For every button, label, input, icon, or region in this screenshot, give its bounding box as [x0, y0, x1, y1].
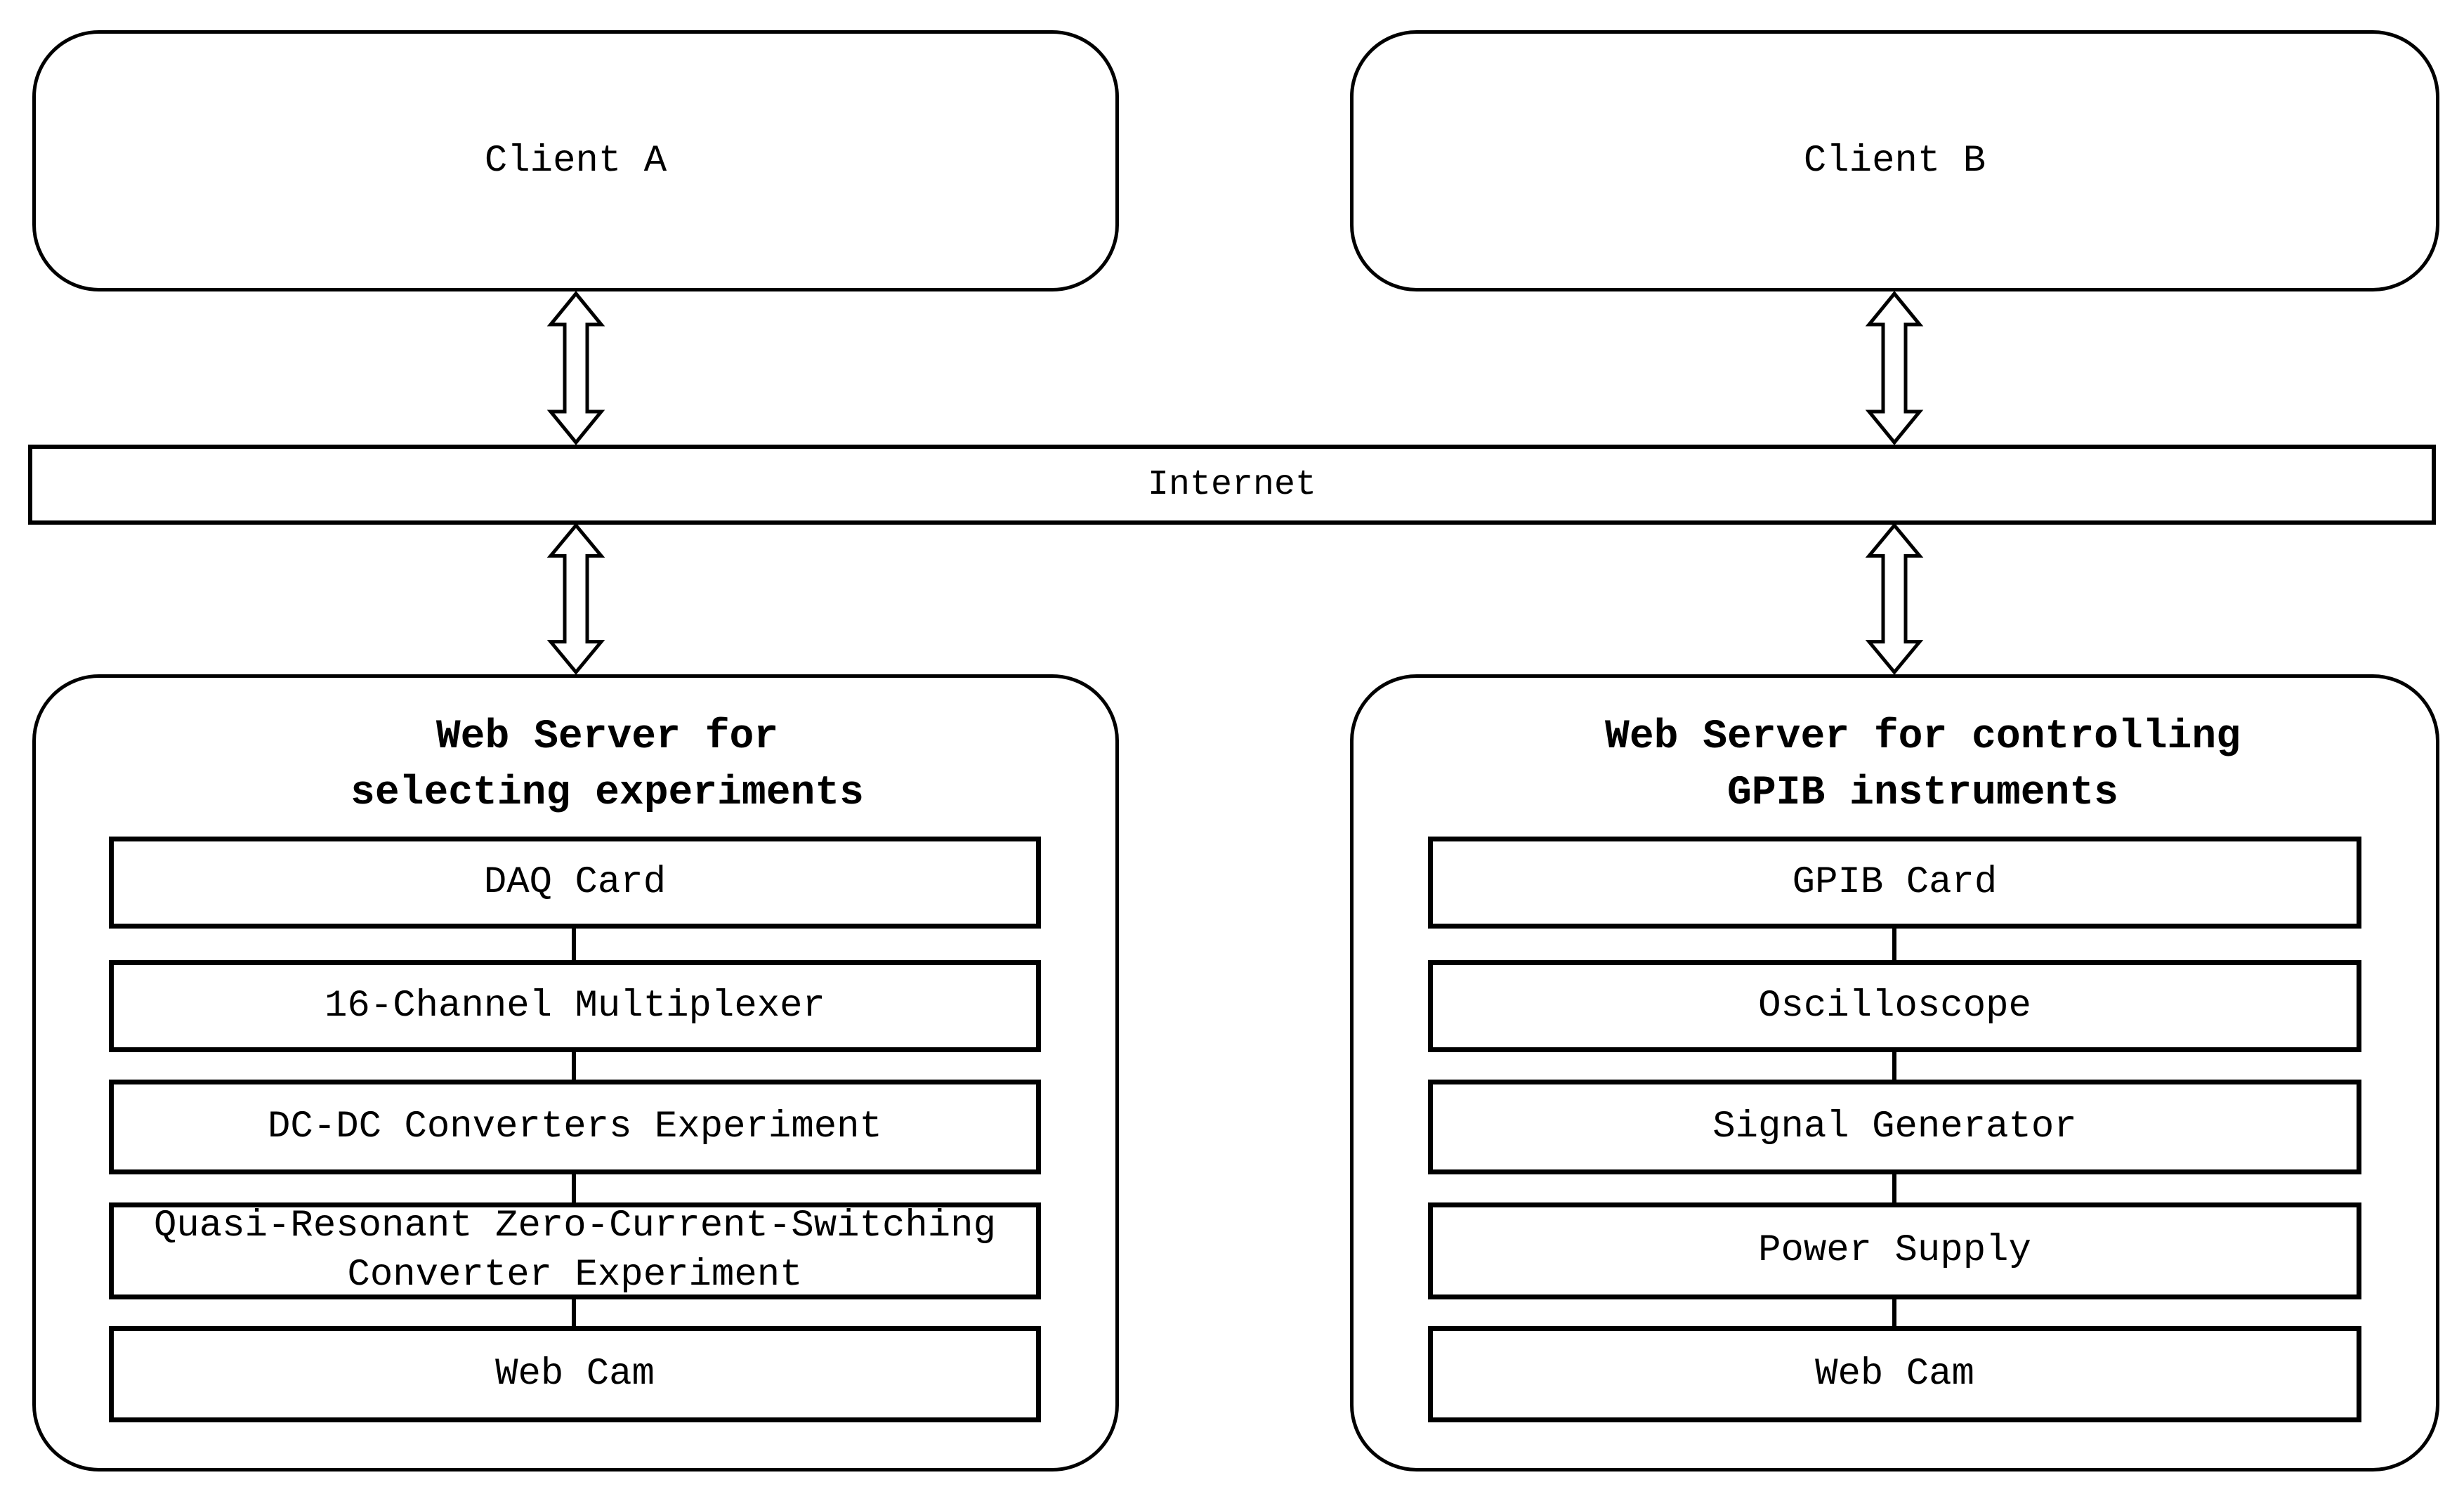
- component-label: GPIB Card: [1792, 860, 1998, 904]
- component-power-supply: Power Supply: [1428, 1202, 2361, 1299]
- component-label: Web Cam: [1815, 1352, 1974, 1396]
- connector-line: [1892, 1052, 1896, 1080]
- component-16-channel-multiplexer: 16-Channel Multiplexer: [109, 960, 1041, 1052]
- component-quasi-resonant-converter-experiment: Quasi-Resonant Zero-Current-Switching Co…: [109, 1202, 1041, 1299]
- connector-line: [572, 1052, 576, 1080]
- component-label: Power Supply: [1758, 1229, 2031, 1272]
- component-web-cam-left: Web Cam: [109, 1326, 1041, 1422]
- component-web-cam-right: Web Cam: [1428, 1326, 2361, 1422]
- component-label: Signal Generator: [1712, 1105, 2077, 1148]
- client-a-label: Client A: [484, 139, 667, 183]
- server-b-title: Web Server for controlling GPIB instrume…: [1605, 714, 2241, 816]
- connector-line: [572, 1174, 576, 1202]
- component-label: DAQ Card: [483, 860, 667, 904]
- double-arrow-icon: [546, 523, 605, 674]
- double-arrow-icon: [546, 291, 605, 445]
- server-a-title: Web Server for selecting experiments: [350, 714, 864, 816]
- component-dc-dc-converters-experiment: DC-DC Converters Experiment: [109, 1080, 1041, 1174]
- double-arrow-icon: [1865, 291, 1924, 445]
- internet-label: Internet: [1147, 464, 1317, 505]
- connector-line: [572, 929, 576, 960]
- connector-line: [1892, 929, 1896, 960]
- component-oscilloscope: Oscilloscope: [1428, 960, 2361, 1052]
- client-a-box: Client A: [32, 30, 1119, 291]
- connector-line: [572, 1299, 576, 1326]
- component-label: DC-DC Converters Experiment: [268, 1105, 882, 1148]
- component-label: Oscilloscope: [1758, 984, 2031, 1028]
- component-label: Web Cam: [495, 1352, 655, 1396]
- connector-line: [1892, 1174, 1896, 1202]
- component-label: 16-Channel Multiplexer: [325, 984, 825, 1028]
- client-b-box: Client B: [1350, 30, 2439, 291]
- component-daq-card: DAQ Card: [109, 837, 1041, 929]
- component-gpib-card: GPIB Card: [1428, 837, 2361, 929]
- connector-line: [1892, 1299, 1896, 1326]
- internet-bar: Internet: [28, 445, 2436, 525]
- component-label: Quasi-Resonant Zero-Current-Switching Co…: [154, 1205, 996, 1297]
- double-arrow-icon: [1865, 523, 1924, 674]
- client-b-label: Client B: [1803, 139, 1986, 183]
- component-signal-generator: Signal Generator: [1428, 1080, 2361, 1174]
